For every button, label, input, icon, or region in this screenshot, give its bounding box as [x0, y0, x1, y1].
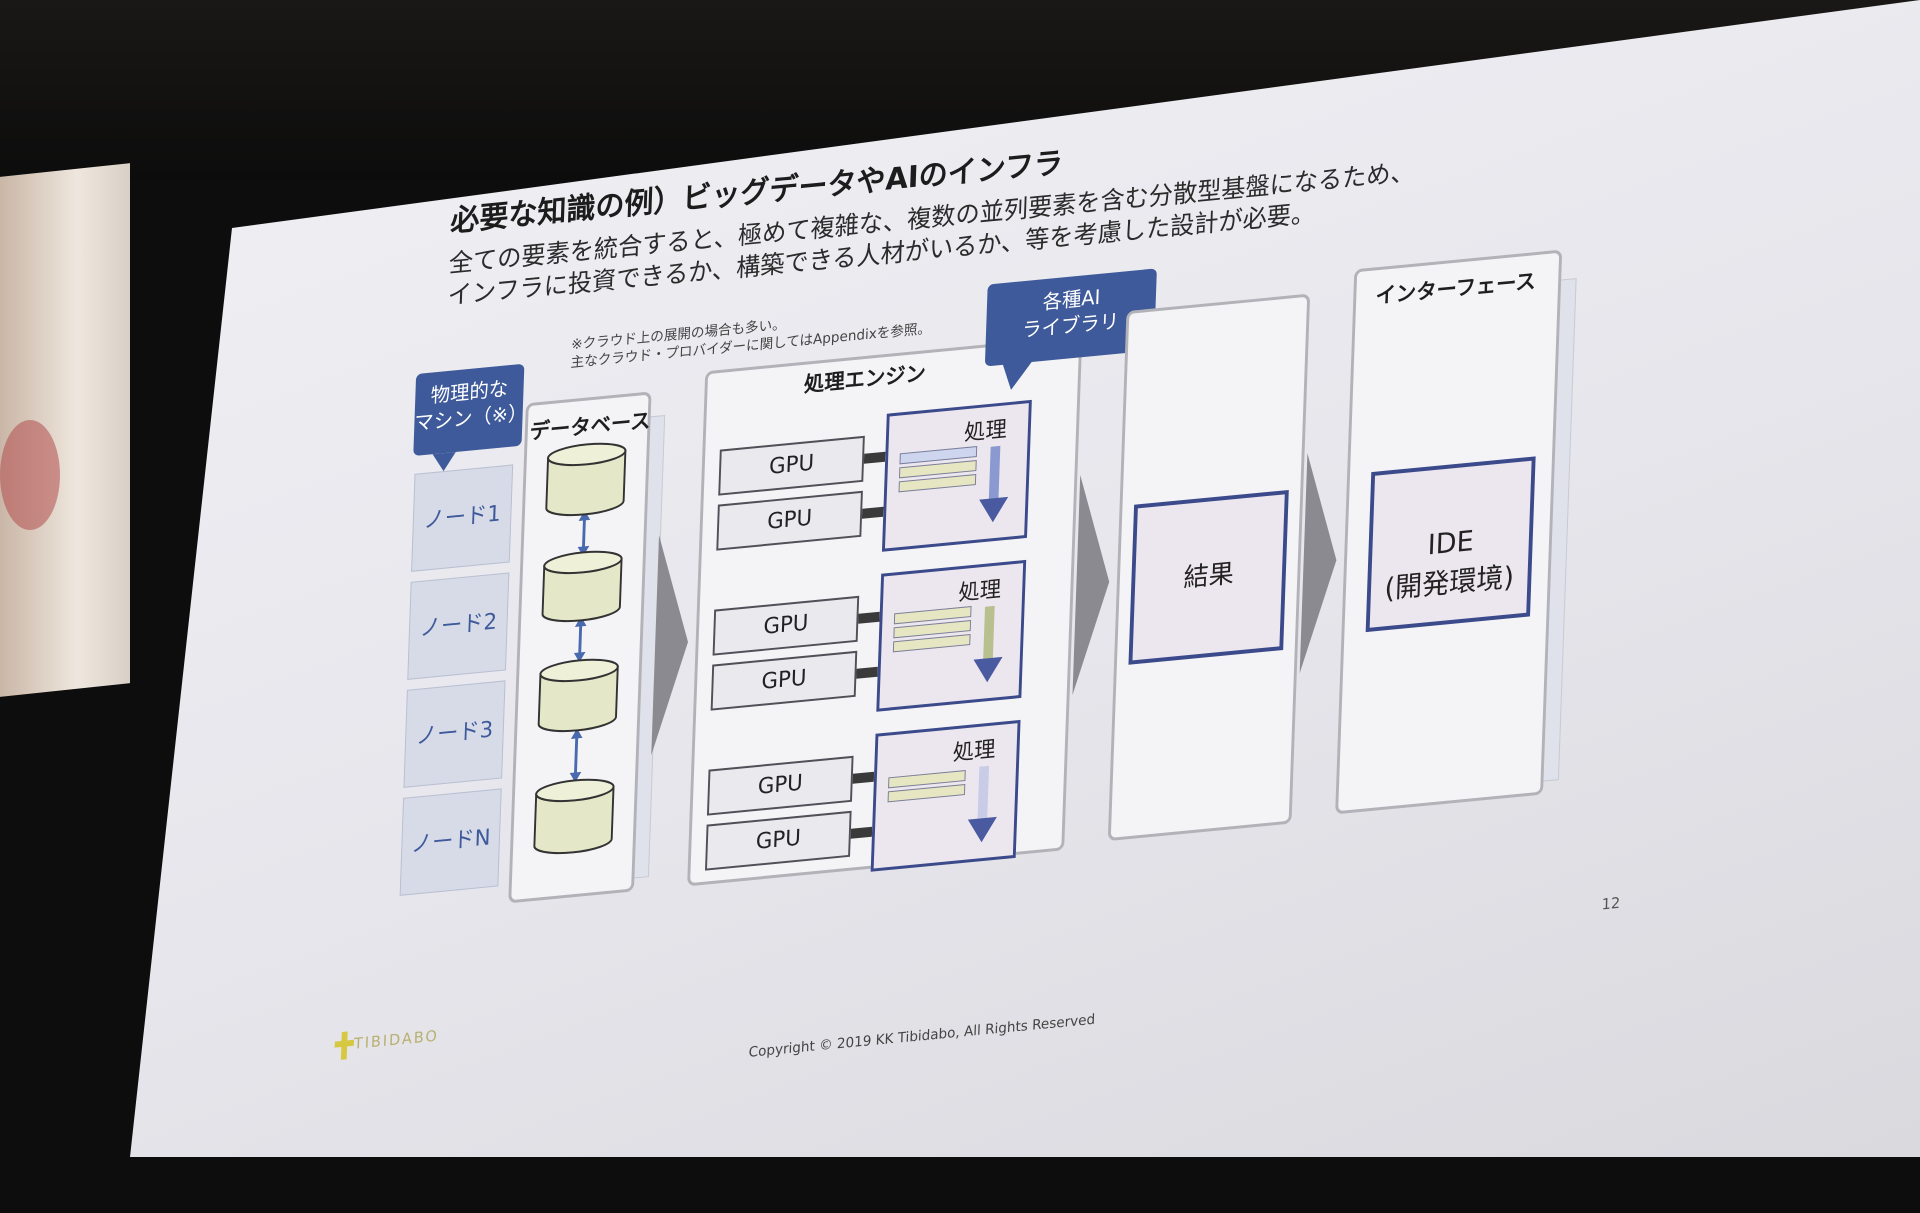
- tibidabo-logo-icon: [334, 1031, 355, 1060]
- processing-engine-label: 処理エンジン: [803, 361, 927, 397]
- callout-tail: [431, 451, 456, 473]
- process-box: 処理: [881, 399, 1032, 552]
- callout-tail: [1001, 359, 1034, 391]
- db-cylinder-3: [537, 658, 619, 733]
- ide-box: IDE (開発環境): [1365, 456, 1536, 633]
- node-2: ノード2: [407, 572, 510, 680]
- engine-to-result-arrow: [1072, 471, 1114, 696]
- process-label: 処理: [963, 417, 1008, 447]
- down-arrow-icon: [973, 605, 1003, 683]
- page-number: 12: [1601, 893, 1621, 914]
- process-label: 処理: [958, 577, 1002, 607]
- physical-machine-callout: 物理的な マシン（※）: [413, 363, 528, 473]
- node-n: ノードN: [399, 788, 502, 896]
- db-link-3: [569, 728, 583, 783]
- process-box: 処理: [876, 559, 1027, 712]
- interface-label: インターフェース: [1375, 268, 1537, 309]
- gpu-connector: [863, 451, 886, 464]
- database-cylinders: [533, 442, 627, 855]
- logo-text: TIBIDABO: [353, 1026, 440, 1053]
- db-cylinder-2: [541, 550, 623, 623]
- gpu-connector: [856, 666, 878, 679]
- db-link-1: [577, 510, 591, 557]
- left-banner-mark: [0, 420, 60, 530]
- node-1: ノード1: [411, 464, 514, 572]
- node-3: ノード3: [403, 680, 506, 788]
- db-cylinder-4: [533, 778, 615, 855]
- copyright: Copyright © 2019 KK Tibidabo, All Rights…: [748, 1011, 1096, 1061]
- gpu-connector: [850, 826, 873, 839]
- db-cylinder-1: [545, 442, 627, 517]
- result-label: 結果: [1182, 558, 1235, 594]
- db-to-engine-arrow: [651, 532, 692, 756]
- db-link-2: [573, 616, 587, 663]
- result-box: 結果: [1128, 489, 1289, 665]
- gpu-connector: [852, 771, 875, 784]
- process-label: 処理: [952, 737, 996, 767]
- process-box: 処理: [870, 719, 1021, 872]
- down-arrow-icon: [979, 445, 1009, 523]
- result-to-interface-arrow: [1299, 450, 1341, 674]
- gpu-connector: [858, 611, 880, 624]
- gpu-connector: [861, 506, 884, 519]
- down-arrow-icon: [967, 765, 997, 843]
